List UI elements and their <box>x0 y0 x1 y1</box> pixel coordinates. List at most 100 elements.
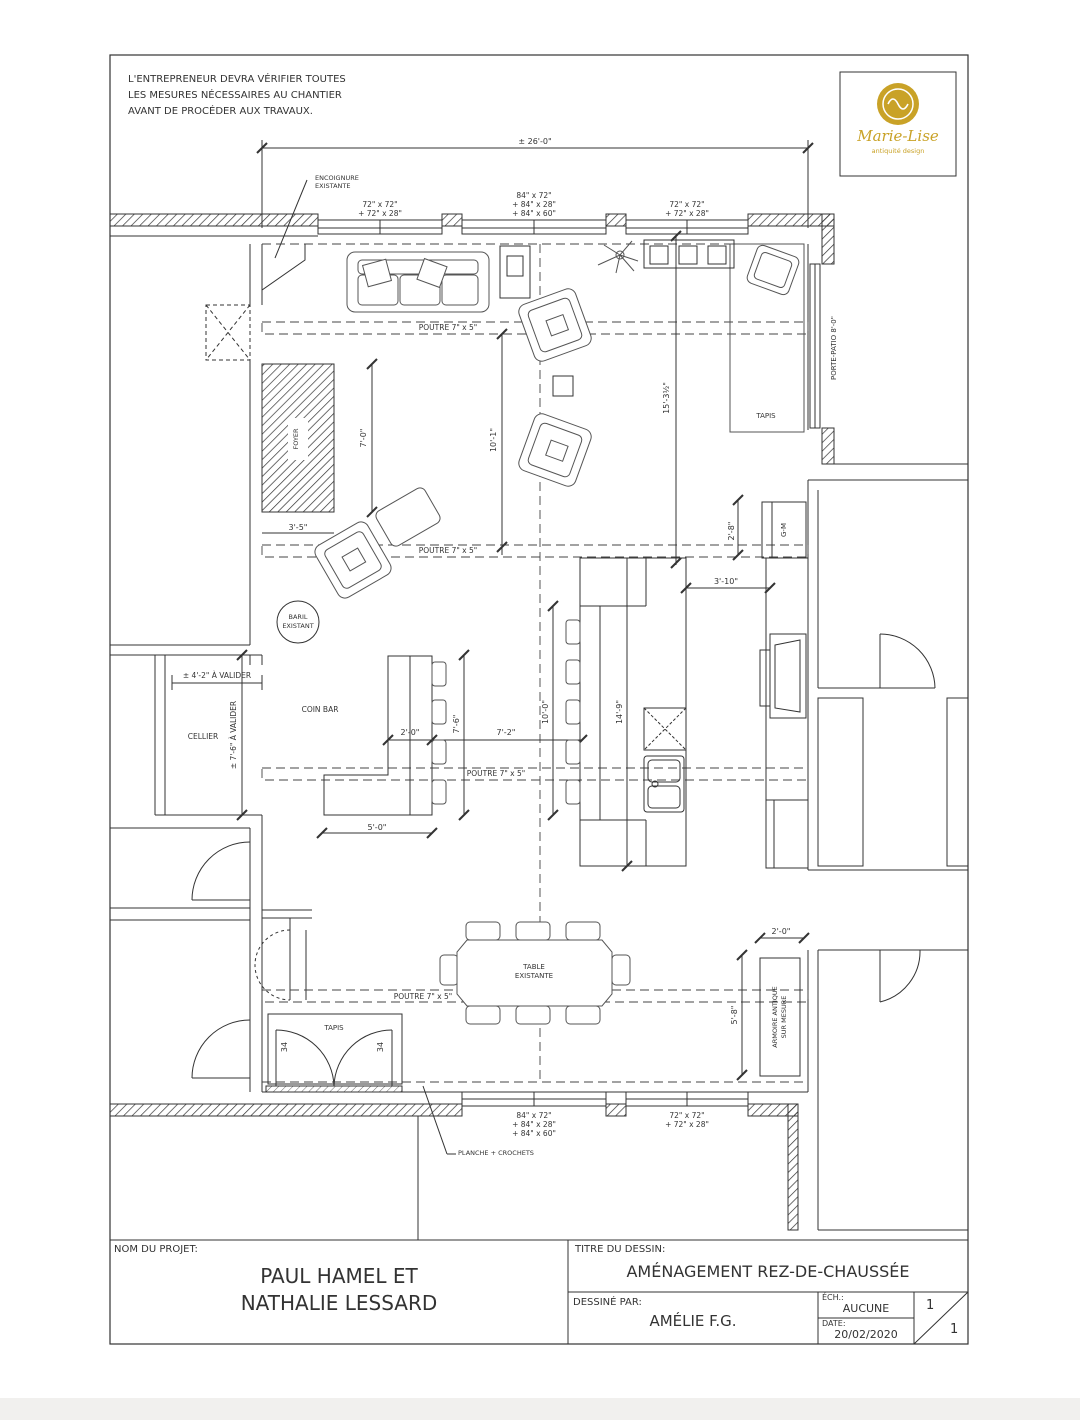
svg-text:84" x 72": 84" x 72" <box>516 1111 551 1120</box>
svg-text:POUTRE 7" x 5": POUTRE 7" x 5" <box>394 992 452 1001</box>
footer-strip <box>0 1398 1080 1420</box>
dining-table <box>439 921 631 1025</box>
svg-text:+ 84" x 28": + 84" x 28" <box>512 200 556 209</box>
antique-armoire <box>759 957 801 1077</box>
corner-bar <box>323 655 433 816</box>
date-label: DATE: <box>822 1319 846 1328</box>
right-wall-upper <box>807 213 968 465</box>
svg-text:14'-9": 14'-9" <box>615 700 624 724</box>
svg-text:84" x 72": 84" x 72" <box>516 191 551 200</box>
date-value: 20/02/2020 <box>834 1328 898 1341</box>
armoire-label-1: ARMOIRE ANTIQUE <box>771 986 779 1047</box>
contractor-note: L'ENTREPRENEUR DEVRA VÉRIFIER TOUTES LES… <box>128 72 346 117</box>
encoignure-label-2: EXISTANTE <box>315 182 350 190</box>
svg-text:POUTRE 7" x 5": POUTRE 7" x 5" <box>419 546 477 555</box>
baril-label-1: BARIL <box>289 613 308 621</box>
note-line-2: LES MESURES NÉCESSAIRES AU CHANTIER <box>128 88 342 101</box>
left-walls <box>110 244 312 1092</box>
table-label-1: TABLE <box>522 963 545 971</box>
top-wall <box>109 213 835 237</box>
svg-text:7'-6": 7'-6" <box>452 715 461 734</box>
svg-text:POUTRE 7" x 5": POUTRE 7" x 5" <box>419 323 477 332</box>
svg-text:2'-8": 2'-8" <box>727 522 736 541</box>
svg-text:+ 84" x 60": + 84" x 60" <box>512 1129 556 1138</box>
encoignure-label-1: ENCOIGNURE <box>315 174 359 182</box>
bottom-wall <box>109 1091 808 1240</box>
tv-console <box>643 239 735 269</box>
note-line-3: AVANT DE PROCÉDER AUX TRAVAUX. <box>128 104 313 117</box>
svg-text:10'-0": 10'-0" <box>541 700 550 724</box>
beam-labels: POUTRE 7" x 5" POUTRE 7" x 5" POUTRE 7" … <box>394 323 525 1001</box>
scale-label: ÉCH.: <box>822 1293 844 1302</box>
side-table <box>499 245 531 299</box>
brand-logo: Marie-Lise antiquité design <box>839 71 957 177</box>
svg-text:7'-0": 7'-0" <box>359 429 368 448</box>
overall-width-label: ± 26'-0" <box>518 137 551 146</box>
project-label: NOM DU PROJET: <box>114 1244 198 1255</box>
corner-cabinet <box>261 179 308 291</box>
drawing-title-label: TITRE DU DESSIN: <box>575 1244 666 1255</box>
armchair-foyer <box>314 487 441 599</box>
patio-door-label: PORTE-PATIO 8'-0" <box>830 316 838 380</box>
svg-text:+ 84" x 28": + 84" x 28" <box>512 1120 556 1129</box>
drawn-by-label: DESSINÉ PAR: <box>573 1297 642 1308</box>
entry-closet <box>265 1013 448 1155</box>
drawn-by: AMÉLIE F.G. <box>649 1312 737 1330</box>
bar-stools <box>431 661 447 805</box>
coin-bar-label: COIN BAR <box>302 705 339 714</box>
svg-text:72" x 72": 72" x 72" <box>362 200 397 209</box>
gm-label: G-M <box>780 523 788 537</box>
sheet-total: 1 <box>950 1322 959 1337</box>
ottoman <box>552 375 574 397</box>
foyer-label: FOYER <box>292 428 300 450</box>
project-name-line1: PAUL HAMEL ET <box>260 1264 418 1288</box>
tapis-entry-label: TAPIS <box>323 1024 344 1032</box>
svg-text:+ 72" x 28": + 72" x 28" <box>358 209 402 218</box>
armchair-living-1 <box>518 288 592 362</box>
svg-text:+ 84" x 60": + 84" x 60" <box>512 209 556 218</box>
svg-text:72" x 72": 72" x 72" <box>669 200 704 209</box>
armchair-living-2 <box>518 413 592 487</box>
svg-text:POUTRE 7" x 5": POUTRE 7" x 5" <box>467 769 525 778</box>
wall-counter <box>759 557 809 869</box>
title-block <box>110 1239 969 1345</box>
tapis-living-label: TAPIS <box>755 412 776 420</box>
svg-text:5'-8": 5'-8" <box>730 1006 739 1025</box>
svg-text:+ 72" x 28": + 72" x 28" <box>665 1120 709 1129</box>
bottom-window-labels: 84" x 72" + 84" x 28" + 84" x 60" 72" x … <box>512 1111 709 1138</box>
note-line-1: L'ENTREPRENEUR DEVRA VÉRIFIER TOUTES <box>128 72 346 85</box>
living-rug <box>729 243 805 433</box>
svg-text:7'-2": 7'-2" <box>497 728 516 737</box>
door-right-size: 34 <box>376 1042 385 1052</box>
door-left-size: 34 <box>280 1042 289 1052</box>
plant <box>597 240 639 274</box>
armchair-patio <box>746 244 800 296</box>
svg-text:5'-0": 5'-0" <box>368 823 387 832</box>
cellier-label: CELLIER <box>188 732 219 741</box>
table-label-2: EXISTANTE <box>515 972 553 980</box>
logo-name: Marie-Lise <box>856 127 939 145</box>
overall-width-dimension <box>256 140 814 228</box>
svg-text:± 7'-6" À VALIDER: ± 7'-6" À VALIDER <box>229 701 238 769</box>
svg-text:3'-5": 3'-5" <box>289 523 308 532</box>
logo-tagline: antiquité design <box>872 147 925 155</box>
sheet-border <box>109 54 969 1345</box>
svg-text:15'-3½": 15'-3½" <box>662 382 671 414</box>
drawing-title: AMÉNAGEMENT REZ-DE-CHAUSSÉE <box>626 1262 910 1281</box>
svg-text:72" x 72": 72" x 72" <box>669 1111 704 1120</box>
island-stools <box>565 619 581 805</box>
project-name-line2: NATHALIE LESSARD <box>240 1291 438 1315</box>
planche-label: PLANCHE + CROCHETS <box>458 1149 534 1157</box>
sofa <box>346 251 490 313</box>
scale-value: AUCUNE <box>842 1302 890 1315</box>
svg-text:3'-10": 3'-10" <box>714 577 738 586</box>
svg-text:10'-1": 10'-1" <box>489 428 498 452</box>
kitchen-island <box>579 557 687 867</box>
right-walls <box>807 479 969 1231</box>
armoire-label-2: SUR MESURE <box>780 996 788 1039</box>
top-window-labels: 72" x 72" + 72" x 28" 84" x 72" + 84" x … <box>358 191 709 218</box>
barrel <box>276 600 320 644</box>
sheet-number: 1 <box>926 1298 935 1313</box>
svg-text:± 4'-2" À VALIDER: ± 4'-2" À VALIDER <box>183 671 251 680</box>
